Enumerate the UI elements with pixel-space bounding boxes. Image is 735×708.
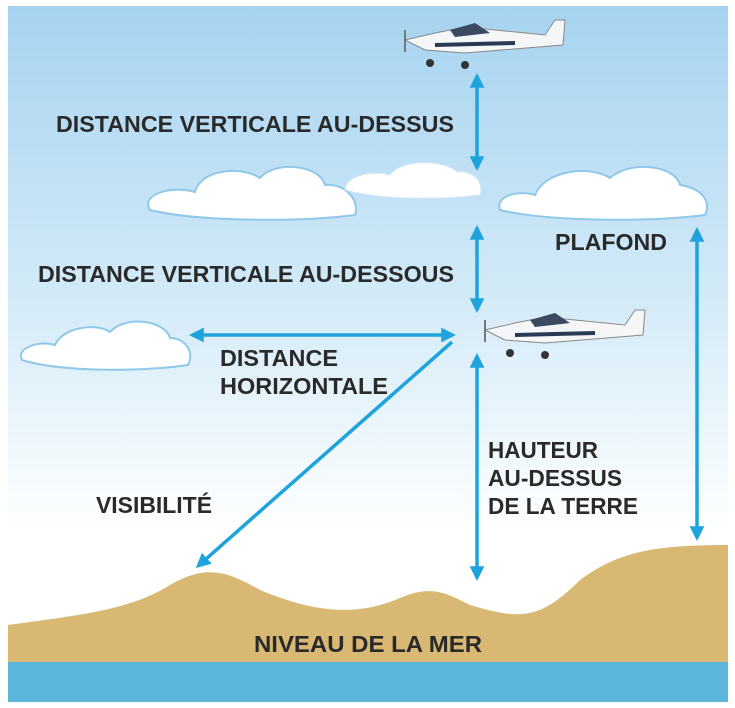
cloud-left [19, 320, 192, 371]
airplane-main-icon [483, 309, 646, 359]
arrow-visibility [195, 340, 454, 568]
label-vertical-below: DISTANCE VERTICALE AU-DESSOUS [38, 261, 454, 287]
sea [8, 662, 728, 702]
label-height-1: HAUTEUR [488, 437, 598, 463]
label-horizontal-2: HORIZONTALE [220, 373, 388, 399]
cloud-top-middle [344, 162, 482, 199]
cloud-top-right [498, 165, 708, 221]
label-horizontal-1: DISTANCE [220, 345, 338, 371]
terrain [8, 545, 728, 665]
label-height-2: AU-DESSUS [488, 465, 622, 491]
label-sea-level: NIVEAU DE LA MER [254, 631, 482, 657]
label-height-3: DE LA TERRE [488, 493, 638, 519]
cloud-top-left [147, 165, 357, 221]
airplane-top-icon [403, 19, 566, 69]
label-ceiling: PLAFOND [555, 229, 667, 255]
label-vertical-above: DISTANCE VERTICALE AU-DESSUS [56, 111, 454, 137]
label-visibility: VISIBILITÉ [96, 491, 212, 518]
